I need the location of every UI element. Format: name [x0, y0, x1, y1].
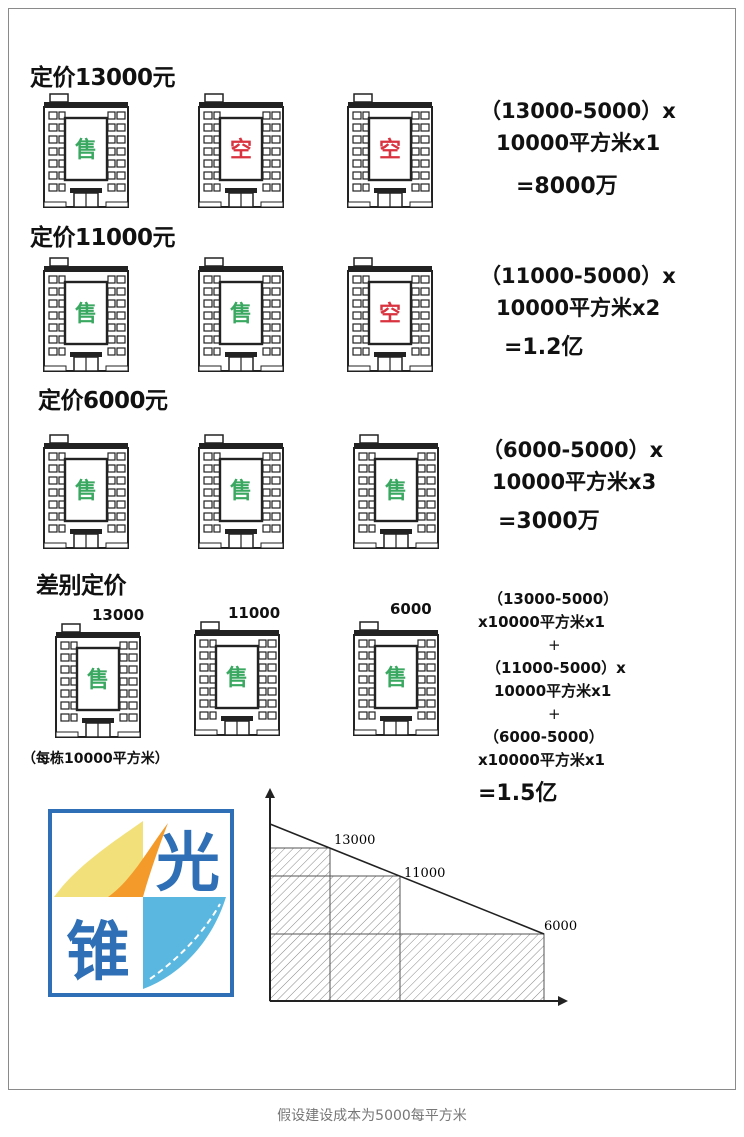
section-title-1: 定价13000元 [30, 65, 176, 91]
revenue-block [269, 847, 331, 1002]
building-icon: 售 [40, 256, 132, 376]
calc-line: 10000平方米x2 [496, 296, 661, 320]
banner [63, 116, 109, 182]
demand-line [269, 823, 545, 935]
sold-sign: 售 [385, 665, 407, 691]
building-graphic: 售 [43, 434, 129, 549]
building-graphic: 售 [55, 623, 141, 738]
calc-line: 10000平方米x1 [494, 682, 612, 700]
demand-graph: 13000 11000 6000 [262, 786, 586, 1008]
calc-line: 10000平方米x1 [496, 131, 661, 155]
calc-line: （11000-5000）x [480, 264, 676, 288]
logo-graphic: 光 锥 [48, 809, 234, 997]
revenue-block [399, 933, 545, 1002]
building-icon: 售 [195, 433, 287, 553]
building-icon: 售 [52, 622, 144, 742]
calc-result: =8000万 [516, 174, 618, 199]
calc-result: =3000万 [498, 509, 600, 534]
building-graphic: 售 [198, 434, 284, 549]
building-graphic: 售 [198, 257, 284, 372]
banner [373, 457, 419, 523]
section-title-4: 差别定价 [36, 573, 127, 599]
logo-sky-shape [143, 897, 226, 989]
logo-char-1: 光 [156, 827, 220, 901]
building-icon: 空 [195, 92, 287, 212]
calc-line: （13000-5000）x [480, 99, 676, 123]
banner [218, 116, 264, 182]
banner [367, 116, 413, 182]
sold-sign: 售 [75, 301, 97, 327]
building-graphic: 售 [43, 257, 129, 372]
calc-line: （6000-5000） [484, 728, 604, 746]
calc-result: =1.5亿 [478, 781, 558, 806]
banner [63, 280, 109, 346]
calc-line: （11000-5000）x [486, 659, 626, 677]
sold-sign: 售 [226, 665, 248, 691]
price-label: 11000 [228, 604, 281, 622]
graph-label: 13000 [334, 833, 375, 848]
empty-sign: 空 [230, 137, 252, 163]
banner [75, 646, 121, 712]
sold-sign: 售 [75, 137, 97, 163]
sold-sign: 售 [230, 478, 252, 504]
building-icon: 售 [350, 433, 442, 553]
calc-block-diff: （13000-5000） x10000平方米x1 + （11000-5000）x… [478, 588, 626, 805]
empty-sign: 空 [379, 137, 401, 163]
logo-orange-shape [108, 823, 168, 897]
building-graphic: 空 [347, 257, 433, 372]
plus-sign: + [548, 705, 561, 723]
banner [218, 280, 264, 346]
caption: 假设建设成本为5000每平方米 [277, 1108, 467, 1124]
building-icon: 售 [195, 256, 287, 376]
demand-graph-svg: 13000 11000 6000 [265, 788, 577, 1006]
empty-sign: 空 [379, 301, 401, 327]
plus-sign: + [548, 636, 561, 654]
banner [218, 457, 264, 523]
calc-block-1: （13000-5000）x 10000平方米x1 =8000万 [480, 95, 676, 203]
building-icon: 空 [344, 92, 436, 212]
area-note: （每栋10000平方米） [22, 751, 169, 767]
building-graphic: 售 [43, 93, 129, 208]
building-icon: 售 [350, 620, 442, 740]
graph-label: 11000 [404, 866, 445, 881]
banner [63, 457, 109, 523]
building-icon: 空 [344, 256, 436, 376]
calc-line: （13000-5000） [488, 590, 619, 608]
building-graphic: 售 [194, 621, 280, 736]
sold-sign: 售 [385, 478, 407, 504]
sold-sign: 售 [230, 301, 252, 327]
price-label: 6000 [390, 600, 432, 618]
section-title-2: 定价11000元 [30, 225, 176, 251]
building-graphic: 售 [353, 621, 439, 736]
building-icon: 售 [40, 433, 132, 553]
price-label: 13000 [92, 606, 145, 624]
calc-line: （6000-5000）x [482, 438, 664, 462]
building-graphic: 空 [198, 93, 284, 208]
building-graphic: 售 [353, 434, 439, 549]
calc-line: x10000平方米x1 [478, 613, 605, 631]
revenue-block [329, 875, 401, 1002]
sold-sign: 售 [87, 667, 109, 693]
sold-sign: 售 [75, 478, 97, 504]
graph-label: 6000 [544, 919, 577, 934]
building-graphic: 空 [347, 93, 433, 208]
logo-char-2: 锥 [66, 916, 130, 990]
calc-block-2: （11000-5000）x 10000平方米x2 =1.2亿 [480, 260, 676, 364]
banner [373, 644, 419, 710]
building-icon: 售 [191, 620, 283, 740]
calc-line: 10000平方米x3 [492, 470, 657, 494]
section-title-3: 定价6000元 [38, 388, 168, 414]
banner [367, 280, 413, 346]
calc-line: x10000平方米x1 [478, 751, 605, 769]
calc-result: =1.2亿 [504, 335, 584, 360]
calc-block-3: （6000-5000）x 10000平方米x3 =3000万 [482, 434, 663, 538]
banner [214, 644, 260, 710]
logo-yellow-shape [54, 821, 143, 897]
building-icon: 售 [40, 92, 132, 212]
guangzhui-logo: 光 锥 [48, 809, 234, 997]
